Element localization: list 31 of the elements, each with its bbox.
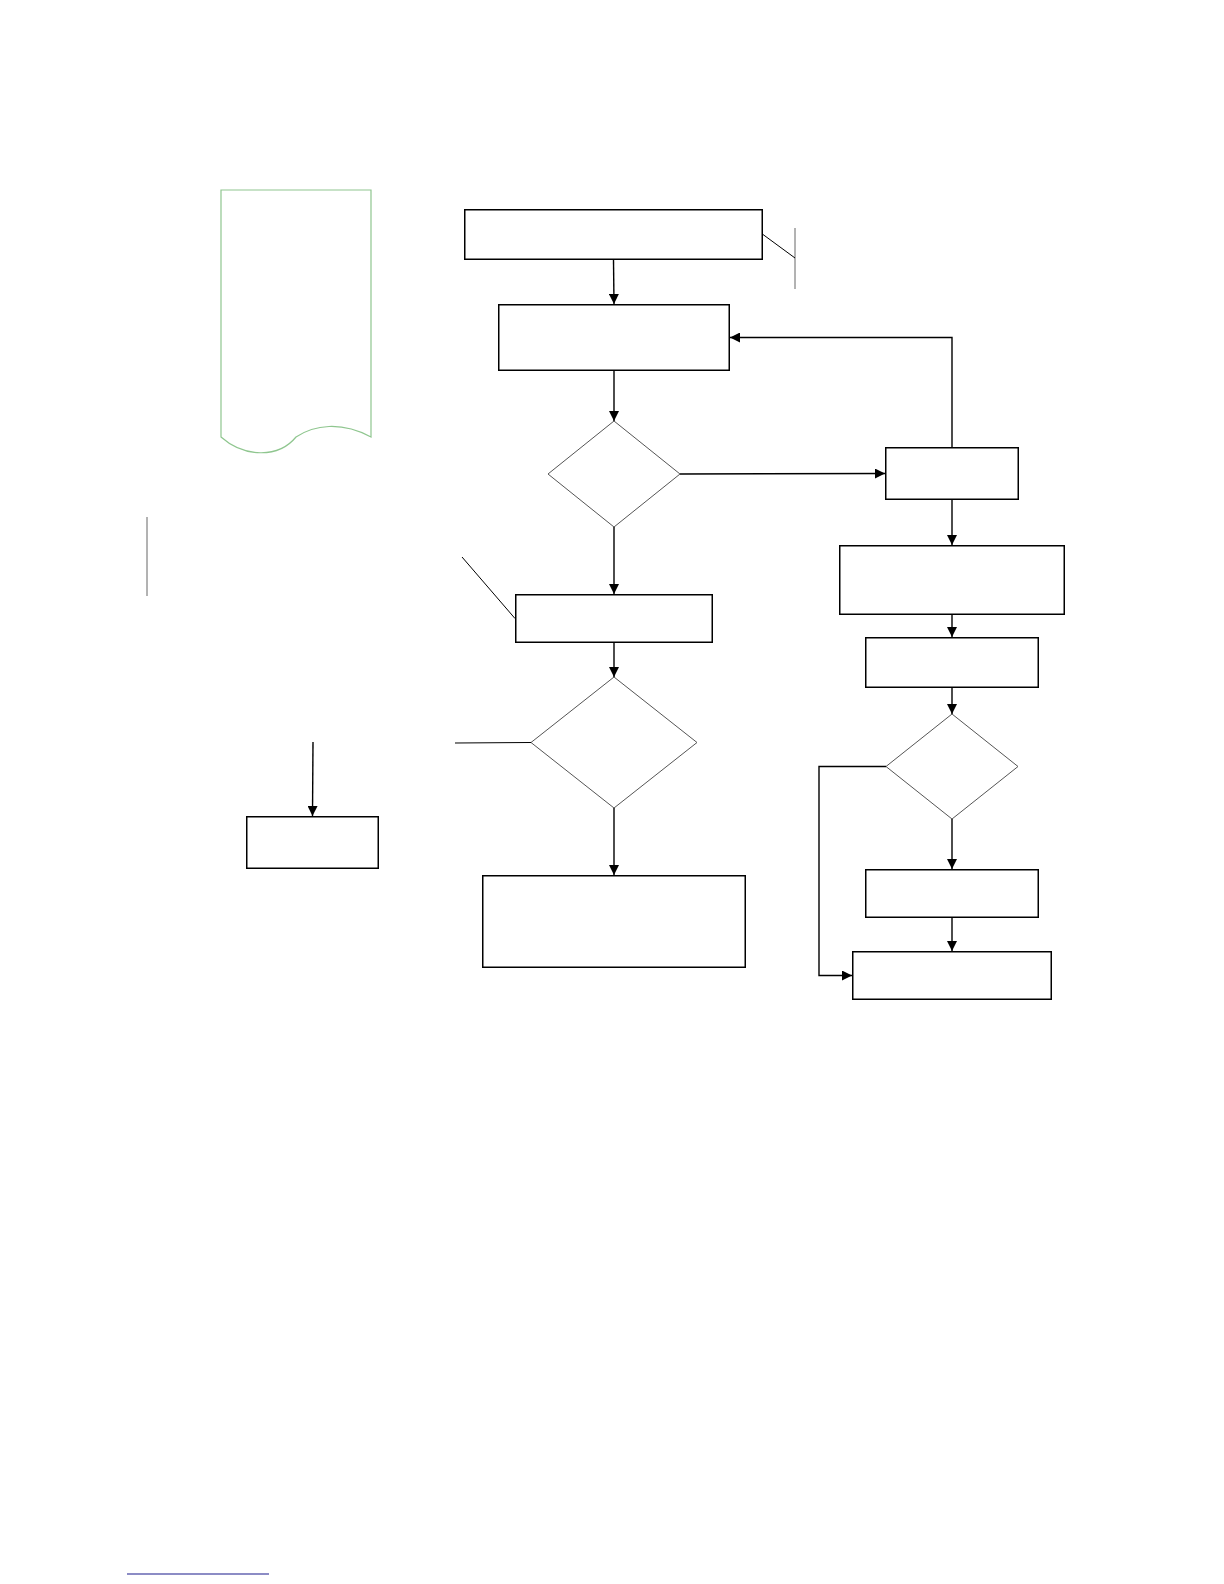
arrow — [609, 370, 619, 422]
arrow — [608, 259, 619, 305]
arrow — [818, 765, 887, 981]
arrow — [729, 332, 953, 448]
leader-line — [461, 556, 516, 619]
decision-diamond — [531, 677, 697, 808]
arrow — [947, 818, 957, 870]
process-box — [865, 869, 1039, 918]
arrow — [679, 468, 886, 479]
process-box — [246, 816, 379, 869]
process-box — [885, 447, 1019, 500]
process-box — [865, 637, 1039, 688]
process-box — [839, 545, 1065, 615]
arrow — [947, 687, 957, 715]
arrow — [609, 526, 619, 595]
process-box — [464, 209, 763, 260]
decision-diamond — [548, 421, 680, 527]
arrow — [307, 741, 318, 817]
leader-line — [454, 742, 532, 744]
decision-diamond — [886, 714, 1018, 819]
arrow — [947, 917, 957, 952]
process-box — [482, 875, 746, 968]
process-box — [515, 594, 713, 643]
document-shape — [221, 190, 371, 455]
leader-line — [762, 234, 796, 259]
arrow — [609, 807, 619, 876]
arrow — [947, 499, 957, 546]
arrow — [609, 642, 619, 678]
process-box — [498, 304, 730, 371]
process-box — [852, 951, 1052, 1000]
arrow — [947, 614, 957, 638]
